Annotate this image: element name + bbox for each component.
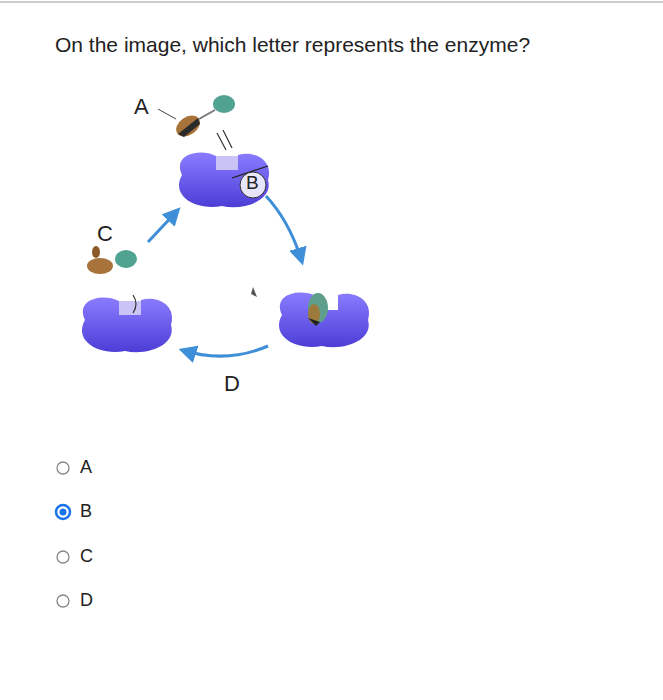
option-label: A — [80, 457, 92, 478]
entry-arrows — [217, 130, 232, 150]
callout-letter: C — [97, 221, 113, 246]
label-patch — [240, 172, 266, 198]
cycle-arrow — [148, 210, 178, 242]
enzyme-shape — [82, 295, 172, 352]
callout-letter: D — [224, 371, 240, 396]
question-text: On the image, which letter represents th… — [55, 33, 530, 57]
callout-letter: A — [134, 94, 149, 119]
option-label: B — [80, 501, 92, 522]
enzyme-shape — [179, 153, 269, 208]
option-label: C — [80, 546, 93, 567]
radio-buttons — [56, 462, 70, 607]
leader-line — [158, 109, 176, 119]
enzyme-substrate-complex — [279, 293, 369, 348]
option-label: D — [80, 590, 93, 611]
cycle-arrow — [266, 196, 302, 262]
callout-letter: B — [246, 172, 259, 194]
products — [87, 246, 137, 274]
top-border — [0, 1, 663, 3]
cycle-arrow — [182, 346, 268, 356]
cursor-mark — [251, 287, 257, 297]
